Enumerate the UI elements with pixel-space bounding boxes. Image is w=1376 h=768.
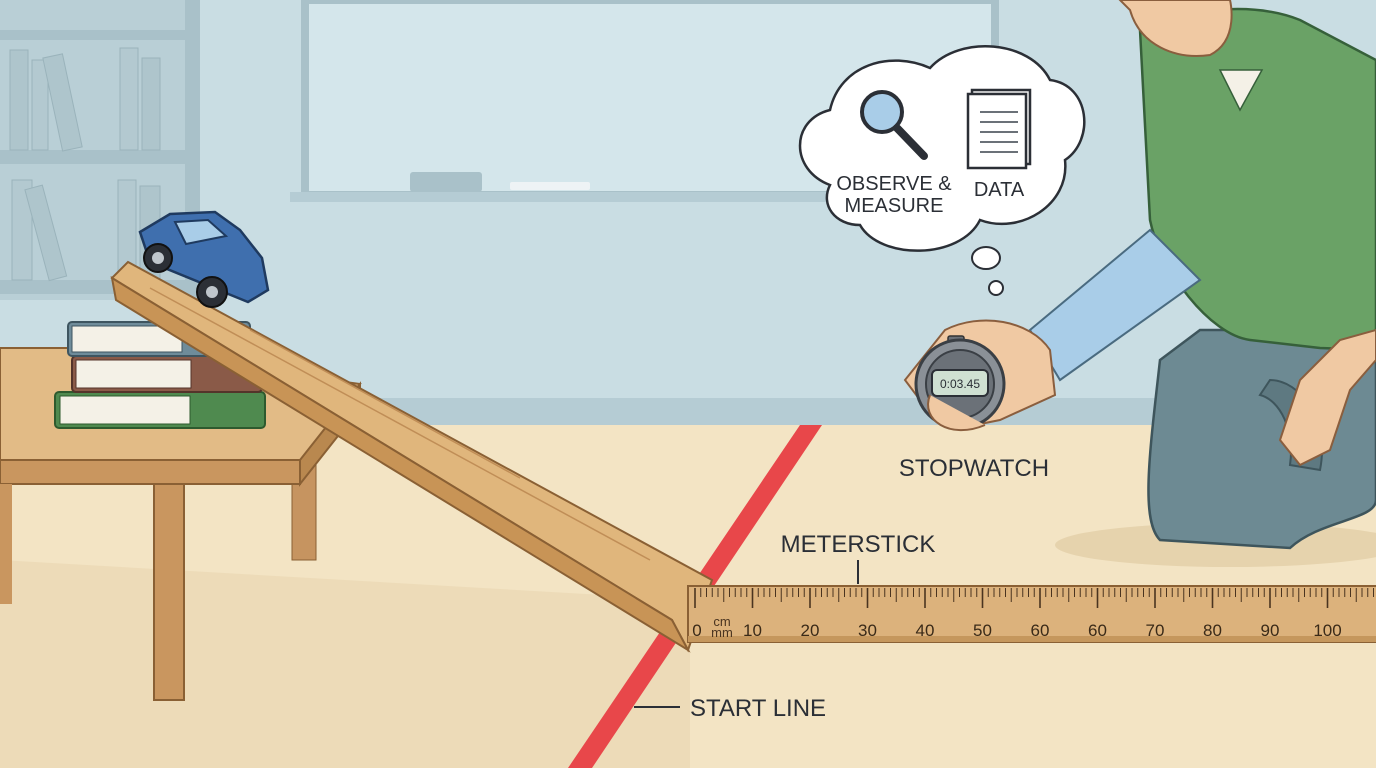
meterstick-numbers: 0 10 20 30 40 50 60 60 70 80 90 100 [692,621,1341,640]
meterstick-ticks [694,588,1374,608]
meterstick-number: 60 [1088,621,1107,640]
meterstick-number: 30 [858,621,877,640]
meterstick-number: 60 [1031,621,1050,640]
observe-label-line2: MEASURE [845,195,944,217]
meterstick-number: 10 [743,621,762,640]
meterstick-label: METERSTICK [781,531,936,558]
meterstick-unit-cm: cm [713,614,730,629]
meterstick-number: 50 [973,621,992,640]
stopwatch-display: 0:03.45 [940,377,980,391]
stopwatch: 0:03.45 [914,335,1006,430]
data-label: DATA [974,179,1025,201]
meterstick-number: 0 [692,621,701,640]
meterstick: 0 10 20 30 40 50 60 60 70 80 90 100 cm mm [687,585,1376,643]
toy-car [138,210,270,308]
meterstick-number: 90 [1261,621,1280,640]
meterstick-number: 20 [801,621,820,640]
magnifier-icon [860,90,928,160]
meterstick-number: 70 [1146,621,1165,640]
meterstick-unit-mm: mm [711,625,733,640]
notebook-icon [966,88,1032,170]
person [903,0,1376,567]
meterstick-number: 100 [1313,621,1341,640]
stopwatch-label: STOPWATCH [899,455,1049,482]
start-line-label: START LINE [690,695,826,722]
meterstick-number: 80 [1203,621,1222,640]
observe-label-line1: OBSERVE & [836,173,952,195]
meterstick-number: 40 [916,621,935,640]
thought-bubble: OBSERVE & MEASURE DATA [798,45,1086,296]
